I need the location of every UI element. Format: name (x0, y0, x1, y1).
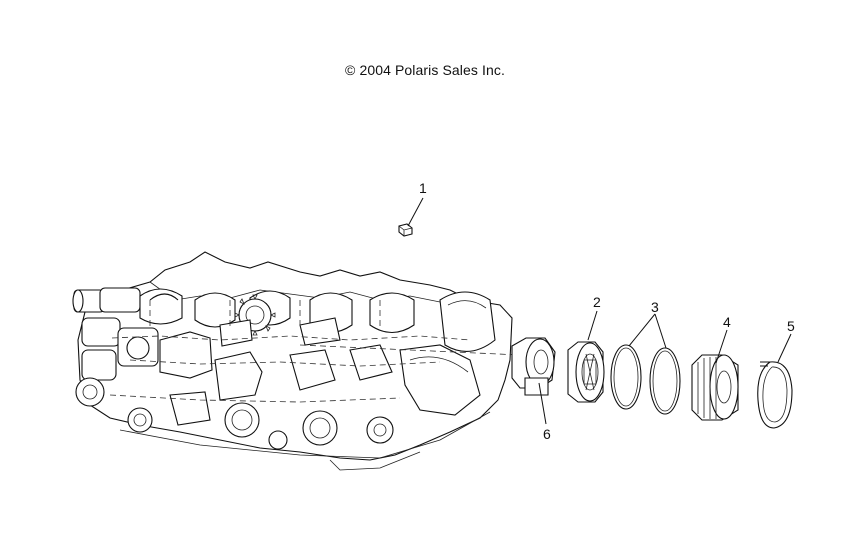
leader-lines (407, 197, 792, 425)
callout-6: 6 (543, 426, 551, 442)
callout-2: 2 (593, 294, 601, 310)
copyright-notice: © 2004 Polaris Sales Inc. (345, 62, 505, 78)
callout-4: 4 (723, 314, 731, 330)
cylinder-head-assembly (72, 251, 513, 471)
callout-1: 1 (419, 180, 427, 196)
part-2-rotor (567, 341, 605, 403)
part-3-o-rings (610, 344, 681, 415)
callout-3: 3 (651, 299, 659, 315)
callout-5: 5 (787, 318, 795, 334)
callout-labels: 1 2 3 4 5 6 (419, 180, 795, 442)
assembly-axis-line (299, 344, 521, 356)
part-4-plug (691, 354, 739, 421)
part-1-key (398, 223, 413, 237)
part-5-snap-ring (757, 361, 793, 429)
part-6-housing (511, 337, 556, 396)
